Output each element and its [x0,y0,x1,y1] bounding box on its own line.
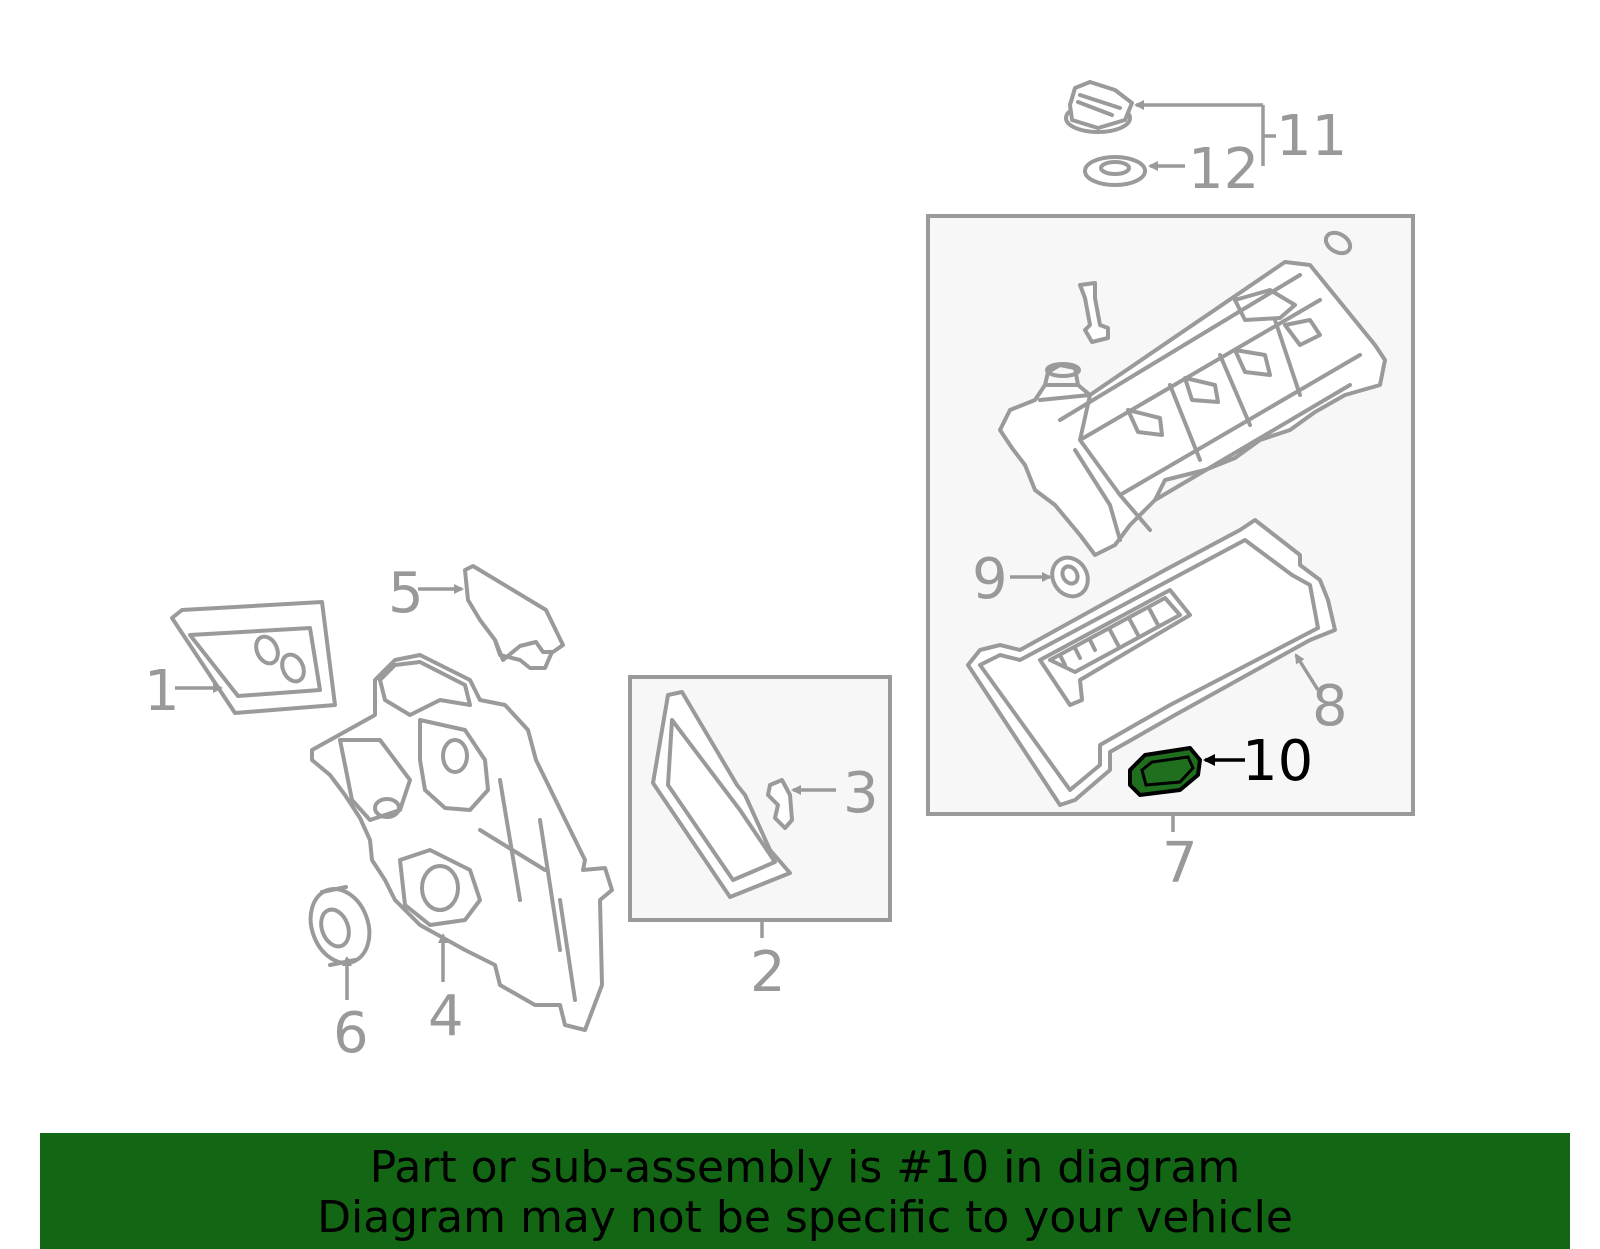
callout-2: 2 [750,940,786,1005]
banner-line-1: Part or sub-assembly is #10 in diagram [369,1142,1241,1193]
callout-10: 10 [1242,729,1313,794]
callout-11: 11 [1276,104,1347,169]
callout-7: 7 [1162,831,1198,896]
part-2-gasket [651,690,792,899]
info-banner: Part or sub-assembly is #10 in diagram D… [40,1133,1570,1249]
part-5-sensor [463,564,565,670]
callout-8: 8 [1312,674,1348,739]
part-7-valve-cover [998,230,1387,557]
part-4-timing-cover [310,653,614,1032]
callout-9: 9 [972,547,1008,612]
callout-6: 6 [333,1001,369,1066]
callout-3: 3 [843,761,879,826]
part-12-gasket [1083,155,1147,187]
callout-1: 1 [144,659,180,724]
bolt [1078,281,1110,344]
part-3-seal [766,778,794,830]
part-9-seal [1050,555,1090,599]
callout-5: 5 [388,561,424,626]
callout-4: 4 [428,984,464,1049]
part-11-oil-cap [1064,80,1134,134]
part-8-valve-cover-gasket [966,518,1337,807]
part-10-gasket-highlighted [1128,746,1202,797]
part-1-cover-plate [170,600,337,715]
part-6-seal [308,885,372,967]
banner-line-2: Diagram may not be specific to your vehi… [317,1192,1293,1243]
callout-12: 12 [1188,137,1259,202]
